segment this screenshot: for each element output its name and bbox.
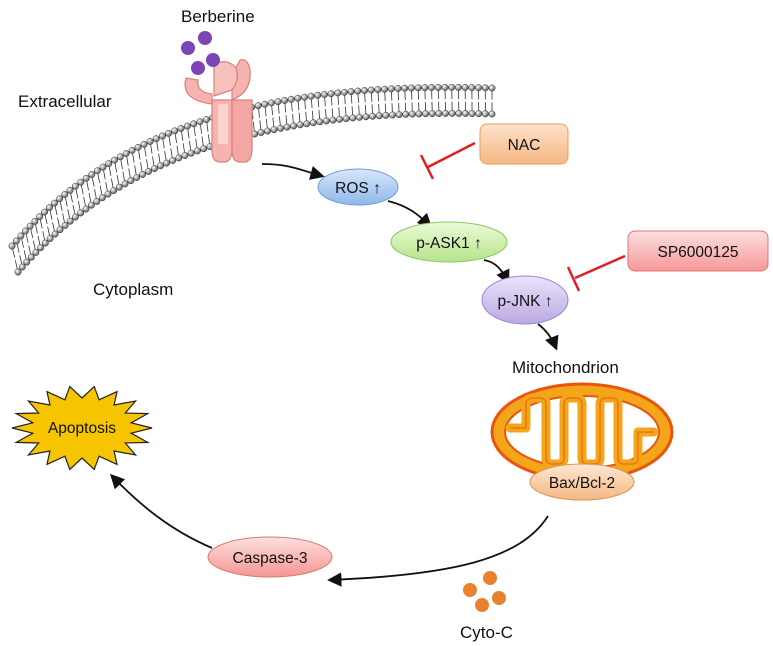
p-jnk-label: p-JNK ↑ xyxy=(497,293,552,310)
ros-node: ROS ↑ xyxy=(317,168,399,206)
apoptosis-node: Apoptosis xyxy=(11,385,153,471)
berberine-label: Berberine xyxy=(181,7,255,26)
p-jnk-node: p-JNK ↑ xyxy=(481,275,569,325)
nac-label: NAC xyxy=(508,137,541,154)
cyto-c-label: Cyto-C xyxy=(460,623,513,642)
apoptosis-label: Apoptosis xyxy=(48,420,116,437)
mitochondrion xyxy=(490,382,674,482)
extracellular-label: Extracellular xyxy=(18,92,112,111)
sp-inhibition-bar xyxy=(566,266,581,292)
sp-inhibition-line xyxy=(574,254,626,280)
caspase-3-node: Caspase-3 xyxy=(207,536,333,578)
mitochondrion-label: Mitochondrion xyxy=(512,358,619,377)
bax-bcl2-node: Bax/Bcl-2 xyxy=(529,463,635,501)
arrow-ros-to-ask1 xyxy=(387,200,433,229)
sp600125-label: SP6000125 xyxy=(657,244,738,261)
p-ask1-label: p-ASK1 ↑ xyxy=(416,235,481,252)
nac-box: NAC xyxy=(479,123,569,165)
caspase-3-label: Caspase-3 xyxy=(233,550,308,567)
p-ask1-node: p-ASK1 ↑ xyxy=(390,221,508,263)
inhibition-lines xyxy=(419,141,626,292)
arrow-jnk-to-mito xyxy=(537,323,559,351)
ros-label: ROS ↑ xyxy=(335,180,381,197)
nac-inhibition-line xyxy=(427,141,476,169)
arrow-receptor-to-ros xyxy=(261,163,325,180)
berberine-molecules xyxy=(181,31,220,75)
cytoplasm-label: Cytoplasm xyxy=(93,280,173,299)
pathway-arrows xyxy=(109,163,559,587)
cyto-c-molecules xyxy=(463,571,506,612)
receptor xyxy=(184,59,253,163)
nac-inhibition-bar xyxy=(419,154,435,180)
bax-bcl2-label: Bax/Bcl-2 xyxy=(549,475,615,492)
arrow-mito-to-caspase xyxy=(327,515,549,587)
arrow-caspase-to-apoptosis xyxy=(109,473,213,549)
sp600125-box: SP6000125 xyxy=(627,230,769,272)
